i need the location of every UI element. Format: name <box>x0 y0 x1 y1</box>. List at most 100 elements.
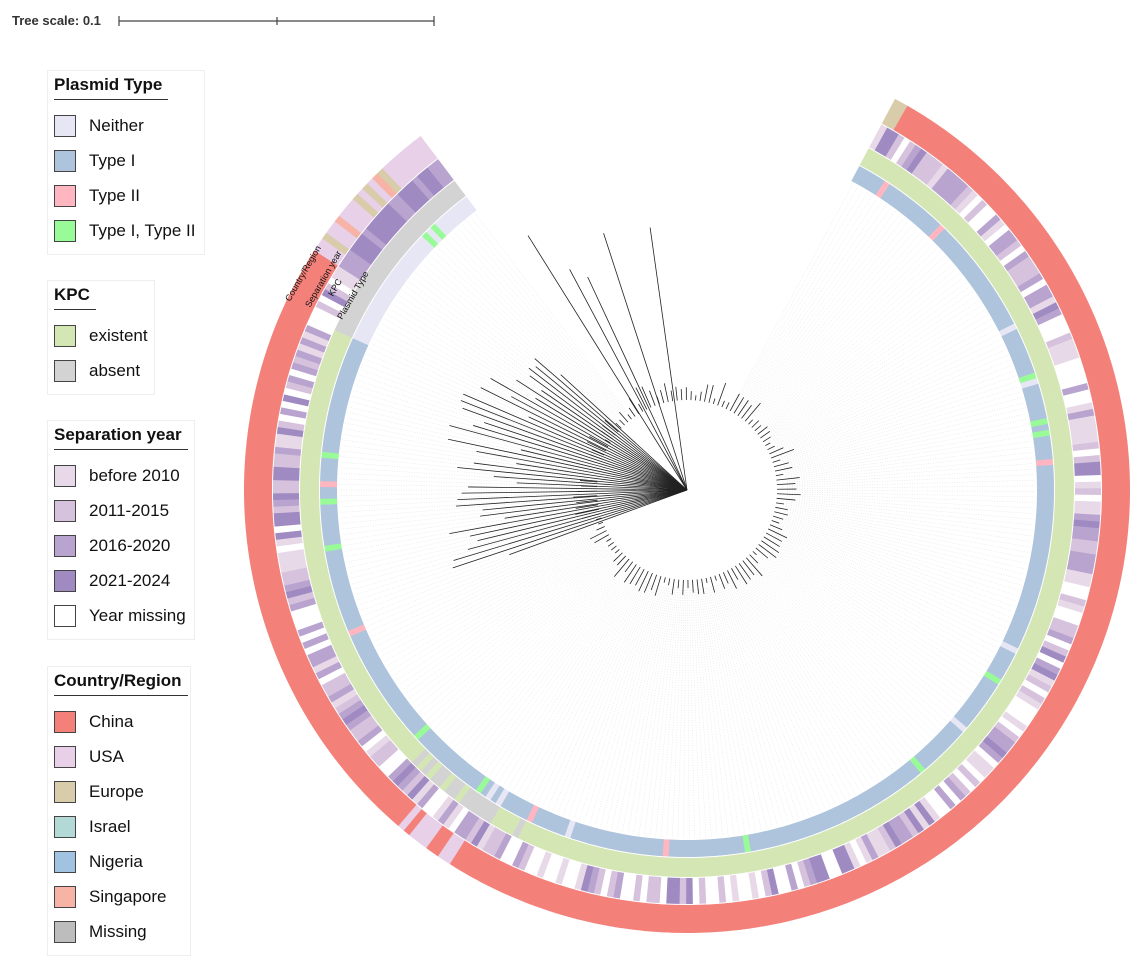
kpc-ring-segment <box>337 318 358 333</box>
leaf-guide-line <box>759 558 940 730</box>
branch <box>660 389 665 404</box>
leaf-guide-line <box>734 183 854 403</box>
branch <box>761 540 780 554</box>
country-ring-segment <box>414 817 438 844</box>
leaf-guide-line <box>703 588 746 834</box>
country-ring-segment <box>980 778 1006 804</box>
branch <box>469 489 688 537</box>
leaf-guide-line <box>445 561 618 741</box>
plasmid-ring-segment <box>320 457 339 465</box>
year-ring-segment <box>307 318 334 336</box>
plasmid-ring-segment <box>1027 566 1046 577</box>
plasmid-ring-segment <box>960 703 978 719</box>
kpc-ring-segment <box>318 603 339 616</box>
leaf-guide-line <box>349 406 590 467</box>
branch <box>737 400 749 416</box>
country-ring-segment <box>1101 494 1130 503</box>
kpc-ring-segment <box>318 364 339 377</box>
leaf-guide-line <box>786 457 1034 481</box>
country-ring-segment <box>878 854 899 883</box>
country-ring-segment <box>252 394 282 408</box>
plasmid-ring-segment <box>1036 499 1054 507</box>
kpc-ring-segment <box>1041 582 1062 594</box>
country-ring-segment <box>1099 445 1129 456</box>
branch <box>641 386 652 408</box>
leaf-guide-line <box>398 545 605 686</box>
plasmid-ring-segment <box>592 828 603 847</box>
kpc-ring-segment <box>1052 523 1073 533</box>
country-ring-segment <box>866 860 886 890</box>
branch <box>727 570 737 589</box>
country-ring-segment <box>1084 361 1114 377</box>
year-ring-segment <box>877 824 896 851</box>
branch <box>589 530 607 540</box>
plasmid-ring-segment <box>967 694 985 710</box>
country-ring-segment <box>785 891 799 921</box>
plasmid-ring-segment <box>547 813 560 832</box>
year-ring-segment <box>465 817 485 844</box>
country-ring-segment <box>848 869 867 899</box>
year-ring-segment <box>978 741 1003 764</box>
plasmid-ring-segment <box>907 205 924 223</box>
leaf-guide-line <box>573 584 655 820</box>
kpc-ring-segment <box>819 831 833 852</box>
year-ring-segment <box>1044 634 1072 651</box>
plasmid-ring-segment <box>786 823 797 843</box>
leaf-guide-line <box>742 573 880 781</box>
country-ring-segment <box>1076 625 1106 643</box>
legend-item-label: 2011-2015 <box>89 500 170 520</box>
kpc-ring-segment <box>830 826 844 847</box>
year-ring-segment <box>672 877 681 904</box>
branch <box>569 269 688 491</box>
plasmid-ring-segment <box>896 766 912 785</box>
kpc-ring-segment <box>768 847 779 868</box>
leaf-guide-line <box>764 268 956 427</box>
country-ring-segment <box>1101 466 1130 476</box>
country-ring-segment <box>338 746 366 770</box>
country-ring-segment <box>966 792 991 818</box>
plasmid-ring-segment <box>1028 561 1047 571</box>
legend-country-region: Country/Region China USA Europe Israel N… <box>47 666 191 956</box>
kpc-ring-segment <box>310 394 331 405</box>
plasmid-ring-segment <box>957 707 975 724</box>
leaf-guide-line <box>408 281 608 431</box>
year-ring-segment <box>1068 556 1095 569</box>
country-ring-segment <box>745 899 758 929</box>
plasmid-ring-segment <box>980 675 999 690</box>
year-ring-segment <box>923 793 946 818</box>
kpc-ring-segment <box>371 703 391 720</box>
year-ring-segment <box>325 282 351 302</box>
country-ring-segment <box>983 179 1009 205</box>
plasmid-ring-segment <box>928 224 945 241</box>
year-ring-segment <box>652 876 662 904</box>
year-ring-segment <box>1074 507 1101 516</box>
leaf-guide-line <box>507 575 636 789</box>
swatch <box>54 885 76 908</box>
year-ring-segment <box>542 853 558 881</box>
year-ring-segment <box>315 300 343 319</box>
plasmid-ring-segment <box>357 322 376 336</box>
kpc-ring-segment <box>875 157 891 178</box>
year-ring-segment <box>685 877 693 905</box>
branch <box>745 557 763 577</box>
plasmid-ring-segment <box>1020 378 1039 389</box>
kpc-ring-segment <box>923 193 941 213</box>
country-ring-segment <box>1091 574 1121 588</box>
year-ring-segment <box>911 152 933 178</box>
country-ring-segment <box>1074 632 1104 649</box>
year-ring-segment <box>869 124 888 151</box>
country-ring-segment <box>1027 721 1055 744</box>
year-ring-segment <box>710 876 720 904</box>
country-ring-segment <box>664 904 673 933</box>
branch <box>725 402 730 410</box>
country-ring-segment <box>270 332 300 350</box>
branch <box>511 396 688 491</box>
branch <box>729 393 740 412</box>
branch <box>771 520 780 524</box>
year-ring-segment <box>1074 468 1101 477</box>
kpc-ring-segment <box>311 580 332 592</box>
branch <box>731 568 739 580</box>
country-ring-segment <box>286 293 316 313</box>
plasmid-ring-segment <box>877 780 893 798</box>
leaf-guide-line <box>743 572 885 778</box>
